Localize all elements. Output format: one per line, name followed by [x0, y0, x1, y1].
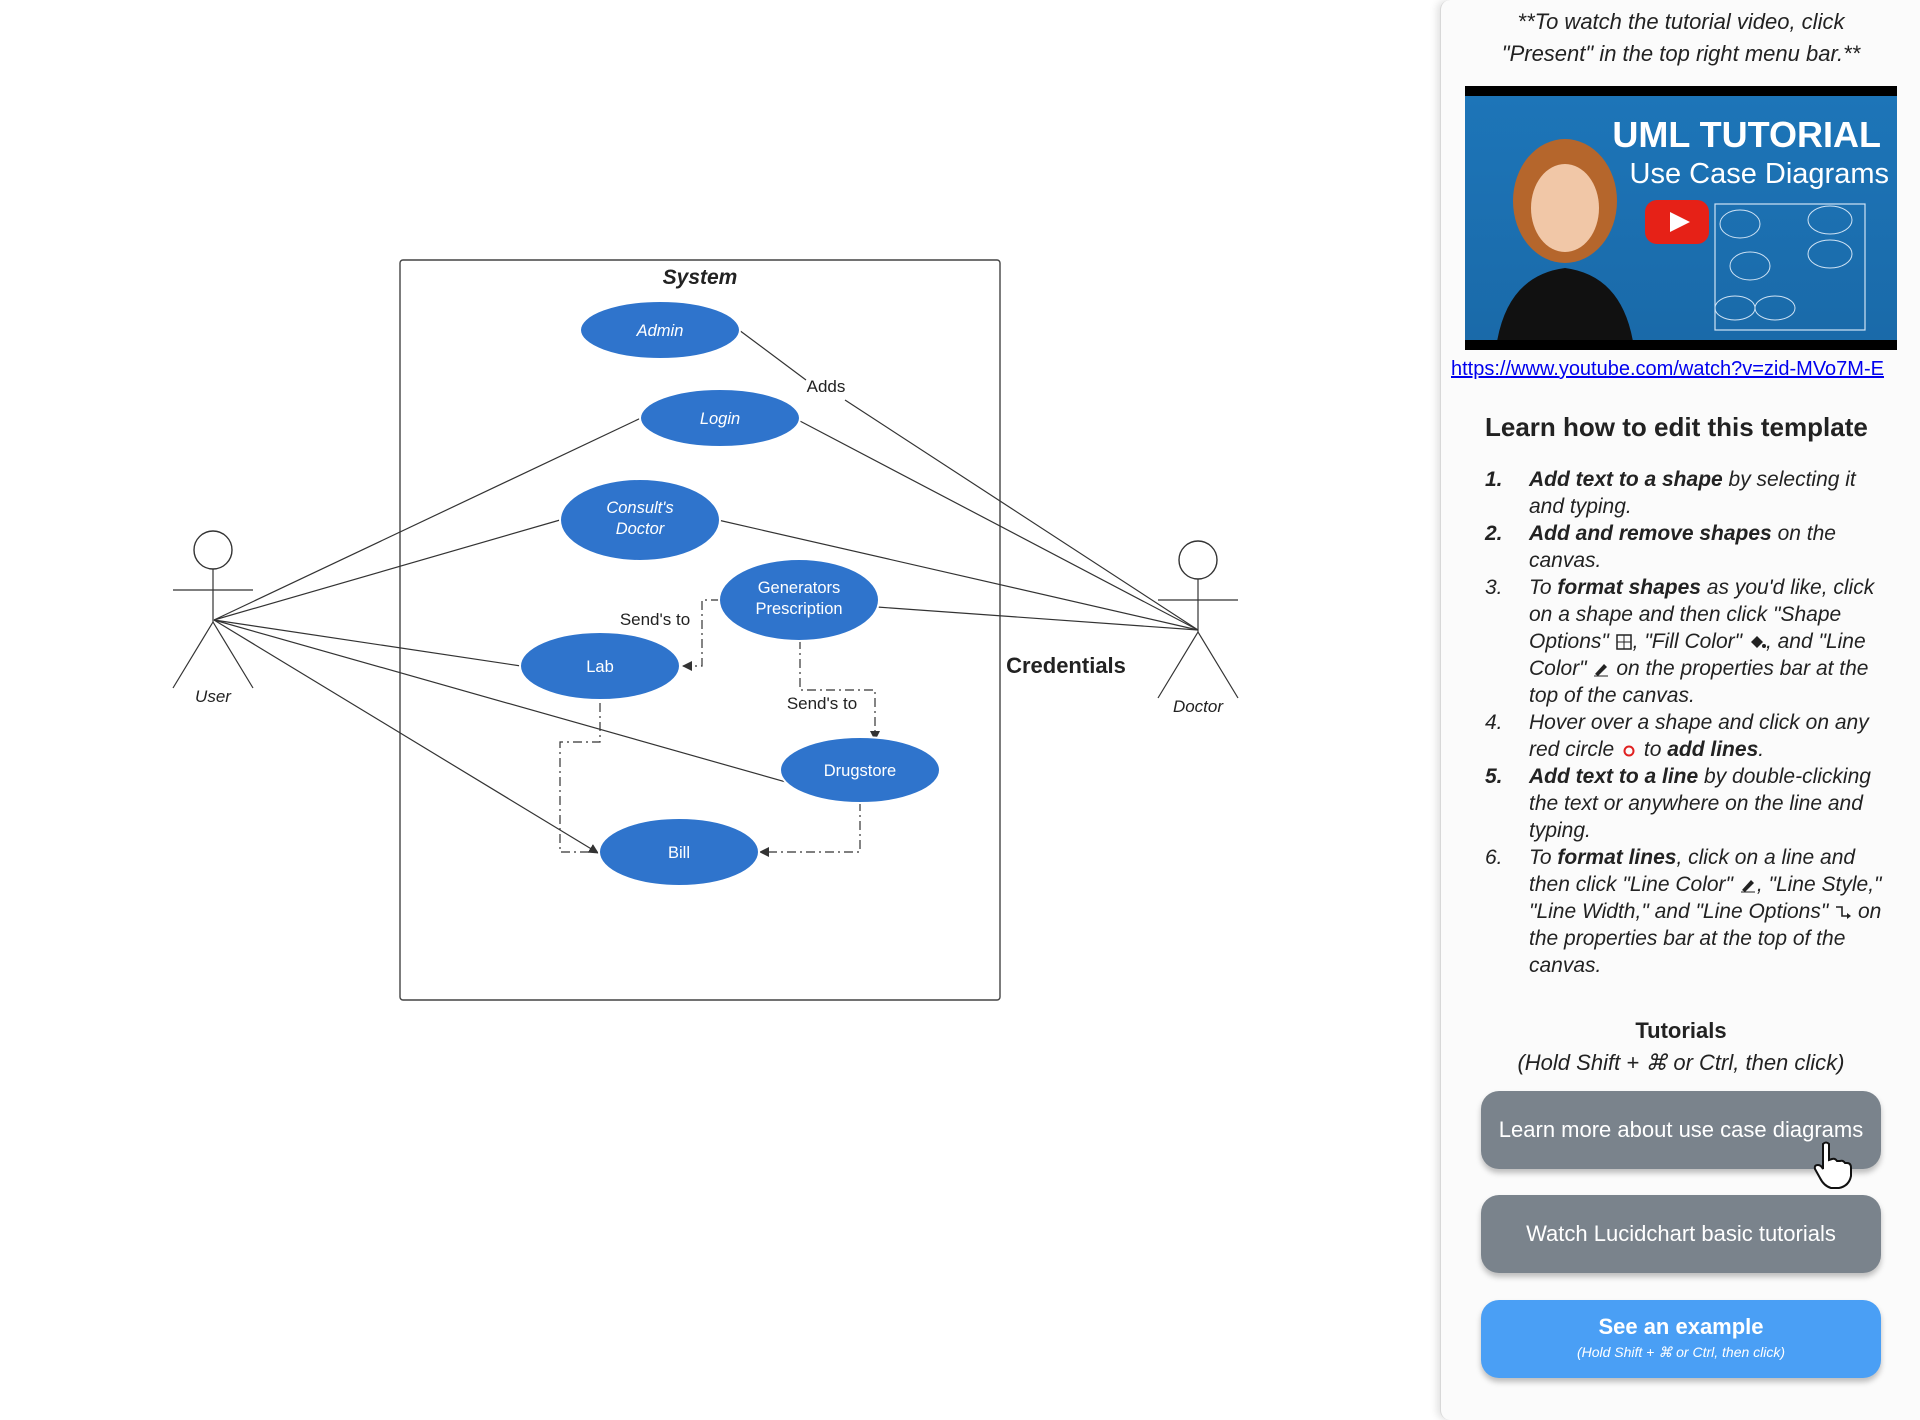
- step-6: 6.To format lines, click on a line and t…: [1485, 846, 1882, 977]
- svg-text:Bill: Bill: [668, 844, 690, 862]
- step-4: 4.Hover over a shape and click on any re…: [1485, 711, 1869, 761]
- use-case-admin[interactable]: Admin: [579, 300, 741, 360]
- see-example-label: See an example: [1598, 1314, 1764, 1339]
- learn-more-button[interactable]: Learn more about use case diagrams: [1481, 1091, 1881, 1169]
- diagram-canvas[interactable]: System Admin Login Consult's Doctor: [0, 0, 1430, 1420]
- use-case-bill[interactable]: Bill: [598, 817, 760, 887]
- svg-text:Doctor: Doctor: [616, 520, 666, 538]
- step-2: 2.Add and remove shapes on the canvas.: [1485, 522, 1836, 572]
- play-icon[interactable]: [1645, 200, 1709, 244]
- fill-color-icon: [1750, 636, 1766, 648]
- use-case-generators-prescription[interactable]: Generators Prescription: [718, 558, 880, 642]
- watch-tutorials-button[interactable]: Watch Lucidchart basic tutorials: [1481, 1195, 1881, 1273]
- hand-cursor-icon: [1813, 1141, 1852, 1189]
- tutorial-video-thumbnail[interactable]: UML TUTORIAL Use Case Diagrams: [1465, 86, 1897, 350]
- user-associations[interactable]: [213, 417, 861, 854]
- svg-text:Generators: Generators: [758, 579, 841, 597]
- see-example-hint: (Hold Shift + ⌘ or Ctrl, then click): [1576, 1344, 1786, 1360]
- svg-text:Prescription: Prescription: [755, 600, 842, 618]
- use-case-diagram: System Admin Login Consult's Doctor: [172, 259, 1239, 1001]
- credentials-label[interactable]: Credentials: [1006, 653, 1126, 678]
- actor-doctor-label: Doctor: [1173, 697, 1224, 716]
- use-case-login[interactable]: Login: [639, 388, 801, 448]
- edge-label-adds[interactable]: Adds: [807, 377, 846, 396]
- line-color-icon: [1740, 880, 1755, 893]
- template-instructions-panel: **To watch the tutorial video, click "Pr…: [1440, 0, 1920, 1420]
- use-case-consult-doctor[interactable]: Consult's Doctor: [559, 478, 721, 562]
- use-case-lab[interactable]: Lab: [519, 631, 681, 701]
- video-subtitle: Use Case Diagrams: [1629, 158, 1889, 190]
- step-1: 1.Add text to a shape by selecting it an…: [1485, 468, 1856, 518]
- mini-diagram-image: [1714, 203, 1866, 331]
- edge-label-sends-to-lab[interactable]: Send's to: [620, 610, 690, 629]
- video-title: UML TUTORIAL: [1612, 114, 1881, 155]
- instruction-steps: 1.Add text to a shape by selecting it an…: [1485, 466, 1895, 979]
- doctor-associations[interactable]: [717, 329, 1199, 631]
- use-case-drugstore[interactable]: Drugstore: [779, 736, 941, 804]
- svg-text:Login: Login: [700, 410, 740, 428]
- tutorials-subtitle: (Hold Shift + ⌘ or Ctrl, then click): [1517, 1050, 1845, 1075]
- line-options-icon: [1836, 906, 1852, 919]
- tutorials-title: Tutorials: [1635, 1018, 1727, 1043]
- present-note: **To watch the tutorial video, click "Pr…: [1501, 9, 1861, 66]
- video-link[interactable]: https://www.youtube.com/watch?v=zid-MVo7…: [1451, 358, 1884, 380]
- red-circle-icon: [1623, 745, 1635, 757]
- svg-text:Lab: Lab: [586, 658, 614, 676]
- see-example-button[interactable]: See an example (Hold Shift + ⌘ or Ctrl, …: [1481, 1300, 1881, 1378]
- system-boundary[interactable]: [399, 259, 1001, 1001]
- line-color-icon: [1594, 664, 1609, 677]
- actor-doctor[interactable]: Doctor: [1157, 540, 1239, 716]
- system-title: System: [663, 266, 738, 289]
- shape-options-icon: [1615, 634, 1632, 650]
- instructions-heading: Learn how to edit this template: [1485, 412, 1868, 442]
- include-flows[interactable]: [559, 599, 880, 857]
- svg-text:Drugstore: Drugstore: [824, 762, 896, 780]
- presenter-image: [1497, 139, 1633, 340]
- svg-text:Consult's: Consult's: [606, 499, 673, 517]
- step-5: 5.Add text to a line by double-clicking …: [1485, 765, 1871, 842]
- edge-label-sends-to-drugstore[interactable]: Send's to: [787, 694, 857, 713]
- actor-user-label: User: [195, 687, 232, 706]
- actor-user[interactable]: User: [172, 530, 254, 706]
- step-3: 3.To format shapes as you'd like, click …: [1485, 576, 1875, 707]
- svg-text:Admin: Admin: [636, 322, 684, 340]
